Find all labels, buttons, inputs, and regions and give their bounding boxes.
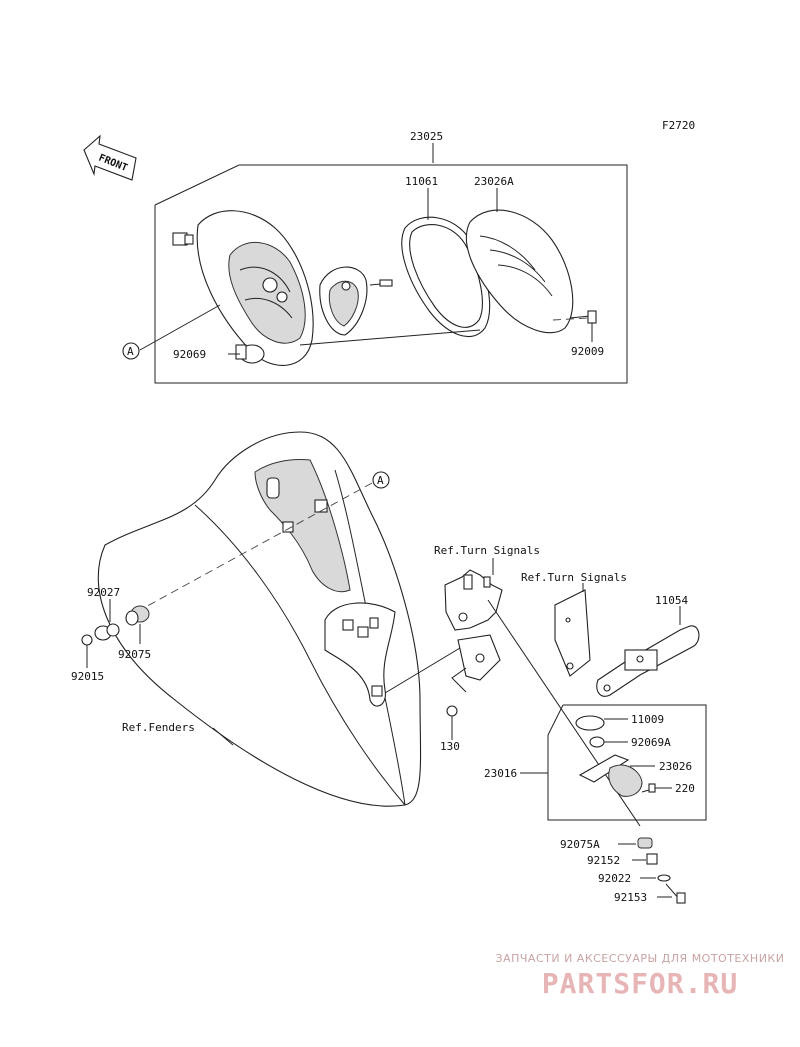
label-92075: 92075: [118, 648, 151, 661]
label-23026a: 23026A: [474, 175, 514, 188]
grommet-92027: 92027: [87, 586, 120, 641]
assembly-23016-bracket: 23016: [484, 704, 707, 821]
watermark: ЗАПЧАСТИ И АКСЕССУАРЫ ДЛЯ МОТОТЕХНИКИ PA…: [490, 952, 790, 1000]
label-92069: 92069: [173, 348, 206, 361]
screw-small-top: [369, 279, 393, 287]
label-23026: 23026: [659, 760, 692, 773]
gasket-11009: 11009: [575, 713, 664, 731]
nut-92015: 92015: [71, 634, 104, 683]
turn-signal-bracket: Ref.Turn Signals: [434, 544, 540, 681]
assembly-23025-bracket: 23025: [154, 130, 628, 384]
washer-92022: 92022: [598, 872, 671, 885]
collar-92075: 92075: [118, 605, 151, 661]
bulb-92069a: 92069A: [589, 736, 671, 749]
bolt-92153: 92153: [614, 883, 686, 904]
label-92009: 92009: [571, 345, 604, 358]
label-92027: 92027: [87, 586, 120, 599]
label-ref-turn-signals-1: Ref.Turn Signals: [434, 544, 540, 557]
label-23025: 23025: [410, 130, 443, 143]
collar-92075a: 92075A: [560, 837, 653, 851]
label-92152: 92152: [587, 854, 620, 867]
lens-23026a: 23026A: [465, 175, 574, 334]
label-11009: 11009: [631, 713, 664, 726]
callout-a-fender: A: [372, 471, 390, 489]
screw-92009: 92009: [552, 310, 604, 358]
label-92153: 92153: [614, 891, 647, 904]
label-ref-fenders: Ref.Fenders: [122, 721, 195, 734]
reflector: [319, 266, 368, 336]
plate-bracket-11054: 11054: [596, 594, 700, 697]
spacer-92152: 92152: [587, 853, 658, 867]
label-92022: 92022: [598, 872, 631, 885]
leader-a-fender: [139, 482, 373, 611]
screw-220: 220: [641, 782, 695, 795]
turn-signal-plate: Ref.Turn Signals: [521, 571, 627, 677]
bolt-130: 130: [440, 667, 467, 753]
svg-text:A: A: [127, 345, 134, 358]
watermark-logo: PARTSFOR.RU: [541, 967, 739, 1000]
label-23016: 23016: [484, 767, 517, 780]
callout-a-top: A: [122, 304, 221, 360]
label-ref-turn-signals-2: Ref.Turn Signals: [521, 571, 627, 584]
lens-23026: 23026: [578, 754, 692, 797]
svg-text:A: A: [377, 474, 384, 487]
label-92075a: 92075A: [560, 838, 600, 851]
bulb-92069: 92069: [173, 344, 265, 364]
label-11054: 11054: [655, 594, 688, 607]
ref-fenders: Ref.Fenders: [122, 721, 234, 746]
label-92069a: 92069A: [631, 736, 671, 749]
label-220: 220: [675, 782, 695, 795]
front-arrow: FRONT: [83, 134, 137, 181]
tail-lamp-housing: [172, 210, 314, 366]
label-130: 130: [440, 740, 460, 753]
label-11061: 11061: [405, 175, 438, 188]
rear-fender: [97, 431, 422, 807]
figure-code: F2720: [662, 119, 695, 132]
label-92015: 92015: [71, 670, 104, 683]
watermark-subtitle: ЗАПЧАСТИ И АКСЕССУАРЫ ДЛЯ МОТОТЕХНИКИ: [495, 952, 785, 965]
